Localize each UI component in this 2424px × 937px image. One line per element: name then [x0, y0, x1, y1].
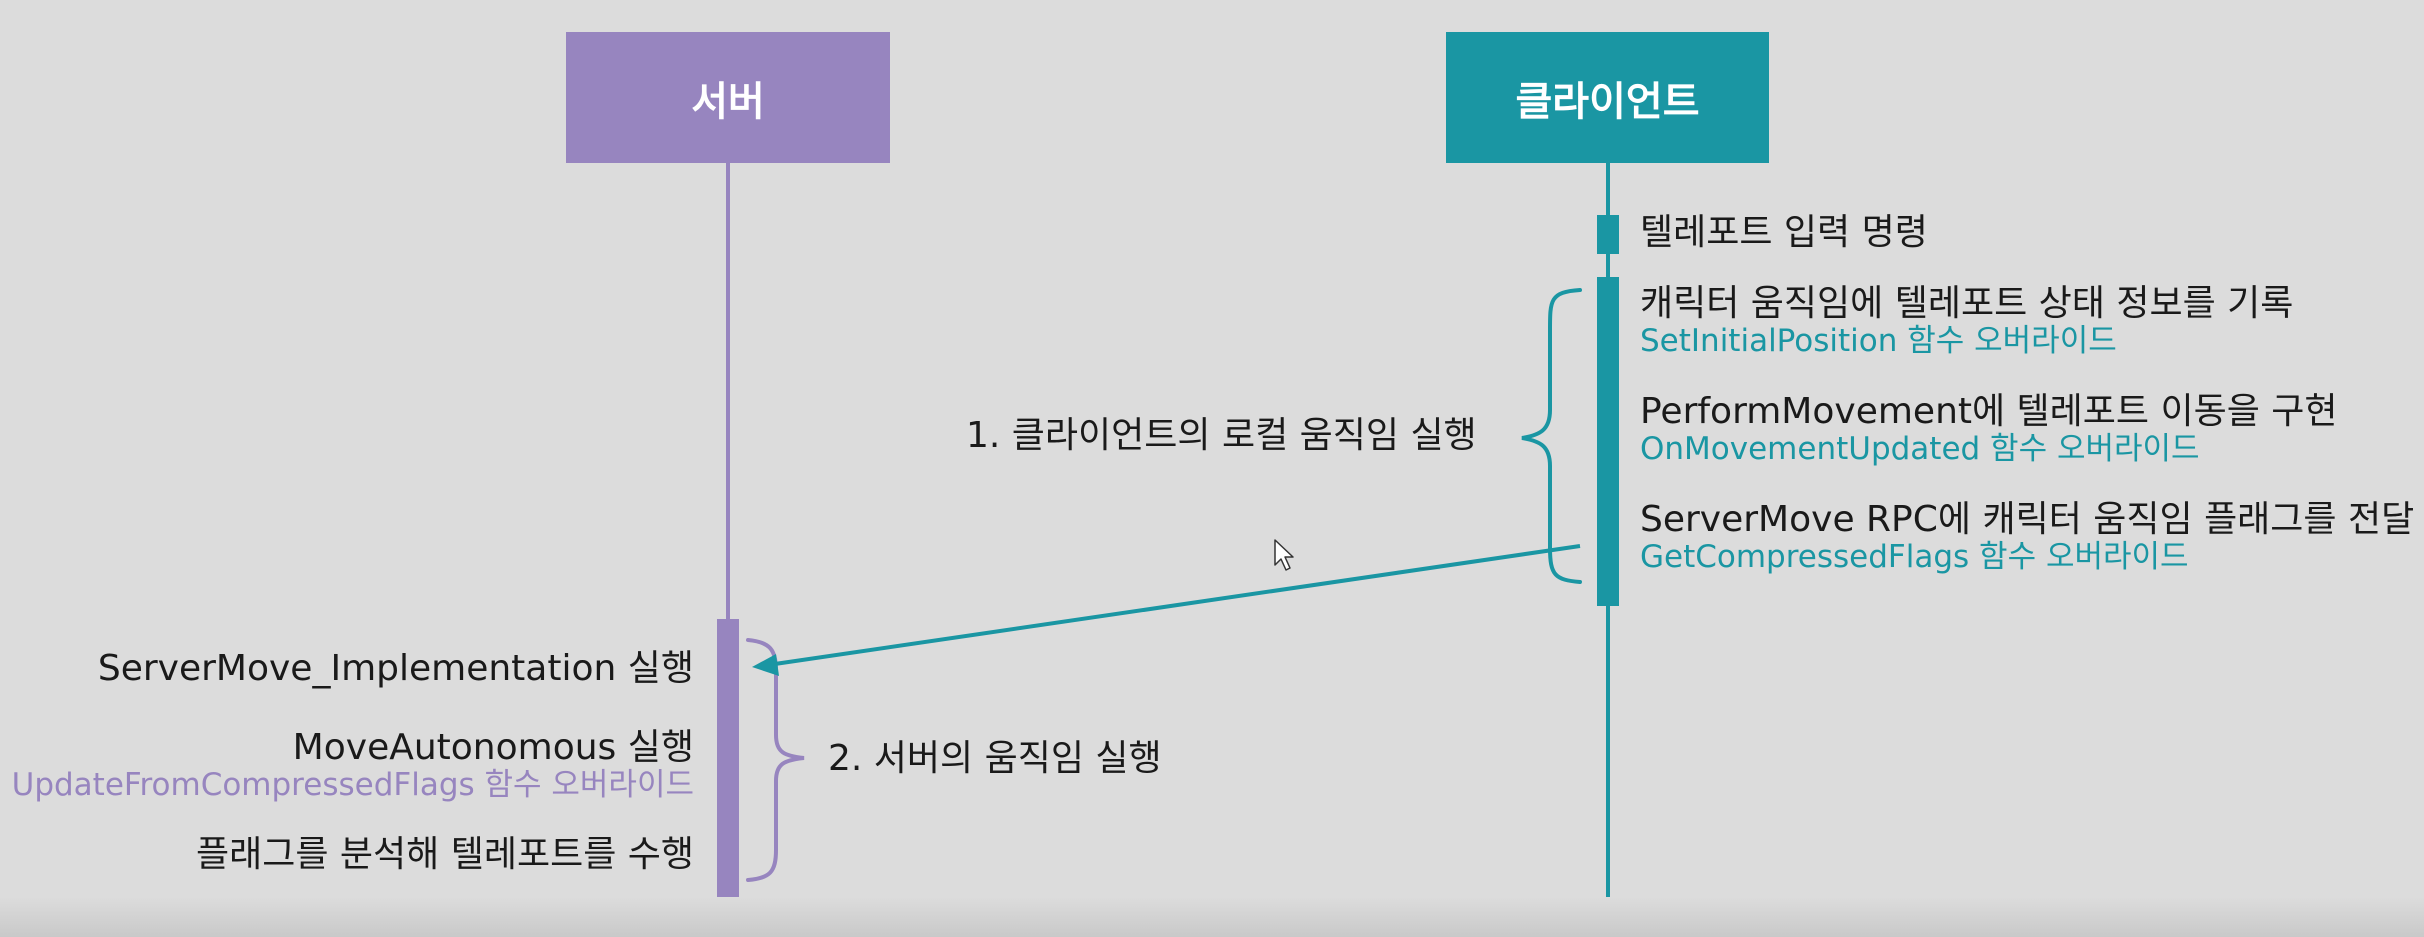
client-step-send: ServerMove RPC에 캐릭터 움직임 플래그를 전달 GetCompr…: [1640, 499, 2414, 576]
client-header-label: 클라이언트: [1515, 78, 1700, 125]
server-header-label: 서버: [691, 78, 765, 125]
server-step-autonomous: MoveAutonomous 실행 UpdateFromCompressedFl…: [12, 727, 694, 804]
client-step-record-title: 캐릭터 움직임에 텔레포트 상태 정보를 기록: [1640, 283, 2294, 324]
client-step-input: 텔레포트 입력 명령: [1640, 212, 1928, 253]
client-move-activation: [1597, 277, 1619, 606]
server-step-teleport: 플래그를 분석해 텔레포트를 수행: [195, 834, 694, 875]
server-header-box: 서버: [566, 32, 890, 163]
server-activation: [717, 619, 739, 899]
server-move-group-label: 2. 서버의 움직임 실행: [828, 738, 1162, 779]
client-step-record: 캐릭터 움직임에 텔레포트 상태 정보를 기록 SetInitialPositi…: [1640, 283, 2293, 360]
client-step-send-sub: GetCompressedFlags 함수 오버라이드: [1640, 539, 2189, 576]
server-group-brace: [746, 638, 805, 882]
bottom-shadow-strip: [0, 897, 2424, 937]
serverMove-message-arrow: [767, 544, 1581, 667]
server-step-autonomous-sub: UpdateFromCompressedFlags 함수 오버라이드: [11, 767, 694, 804]
mouse-pointer-icon: [1274, 539, 1294, 571]
server-step-impl: ServerMove_Implementation 실행: [97, 648, 694, 689]
client-step-send-title: ServerMove RPC에 캐릭터 움직임 플래그를 전달: [1640, 499, 2415, 540]
client-step-perform: PerformMovement에 텔레포트 이동을 구현 OnMovementU…: [1640, 391, 2338, 468]
client-header-box: 클라이언트: [1446, 32, 1769, 163]
client-step-perform-sub: OnMovementUpdated 함수 오버라이드: [1640, 431, 2200, 468]
server-step-autonomous-title: MoveAutonomous 실행: [292, 727, 694, 768]
client-step-perform-title: PerformMovement에 텔레포트 이동을 구현: [1640, 391, 2338, 432]
arrow-head: [752, 654, 779, 676]
client-local-group-label: 1. 클라이언트의 로컬 움직임 실행: [966, 415, 1477, 456]
client-input-activation: [1597, 215, 1619, 254]
client-step-record-sub: SetInitialPosition 함수 오버라이드: [1640, 323, 2117, 360]
client-group-brace: [1521, 288, 1582, 584]
